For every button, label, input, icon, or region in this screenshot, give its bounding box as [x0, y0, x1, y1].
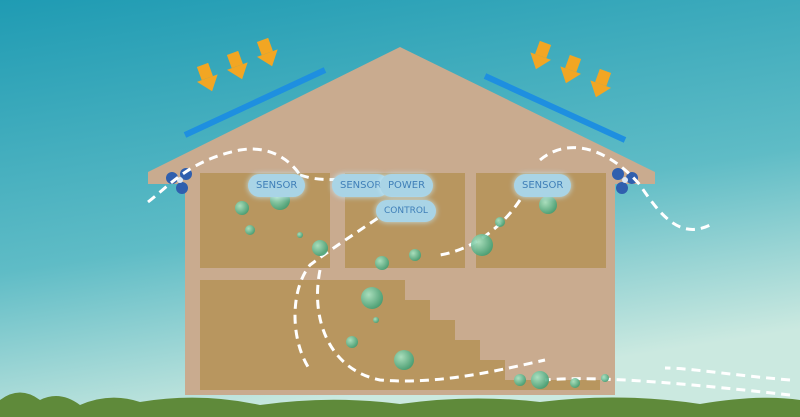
sensor-label-left: SENSOR [248, 174, 306, 197]
control-label: CONTROL [376, 200, 436, 222]
sun-arrow-icons [196, 37, 612, 98]
solar-panel-left [183, 67, 327, 138]
sensor-label-right: SENSOR [514, 174, 572, 197]
room-bottom-with-stairs [200, 280, 600, 390]
roof [148, 47, 655, 184]
grass [0, 392, 800, 417]
sensor-label-middle: SENSOR [332, 174, 390, 197]
solar-panel-right [483, 73, 627, 143]
power-label: POWER [380, 174, 434, 197]
